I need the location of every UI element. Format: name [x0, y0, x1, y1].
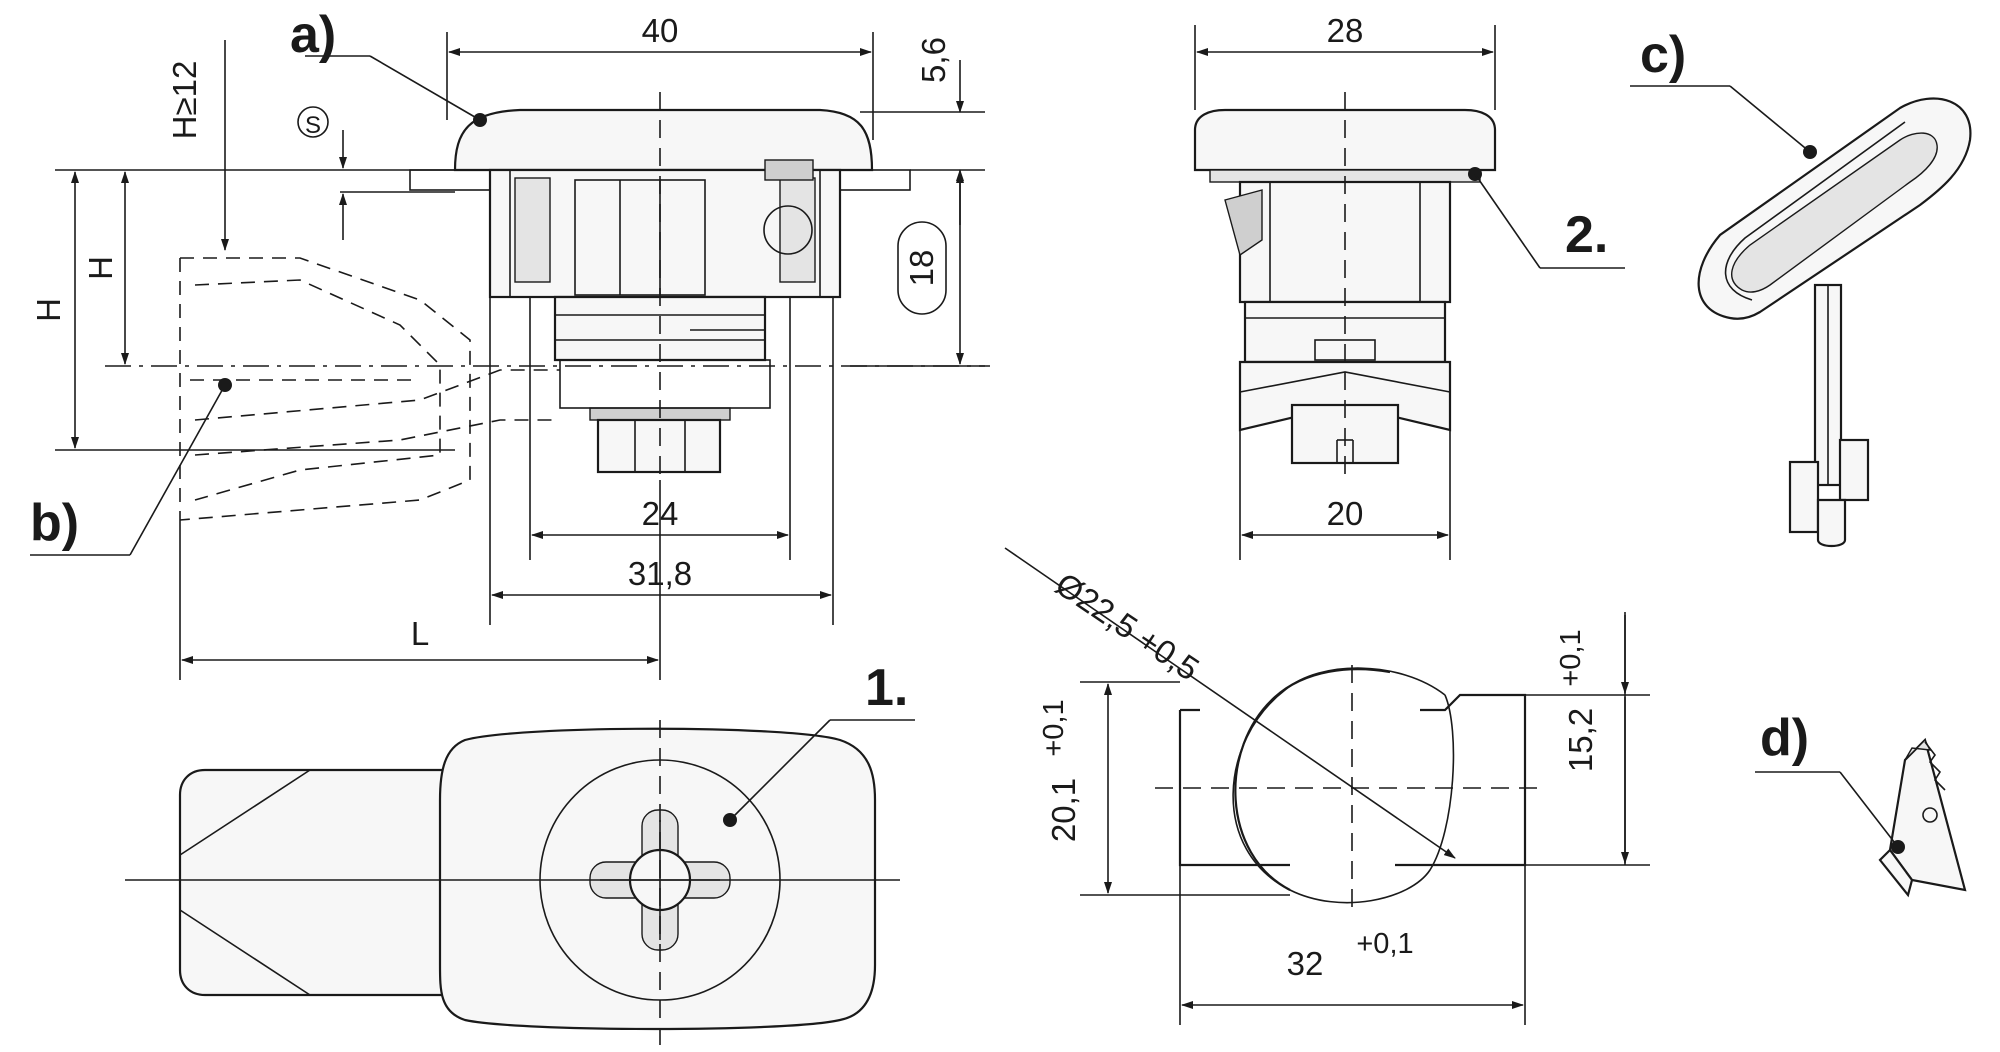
label-d: d)	[1760, 709, 1809, 767]
dim-18-frame	[897, 221, 947, 315]
dim-s: S	[305, 112, 321, 139]
dim-20: 20	[1327, 495, 1364, 532]
dim-28: 28	[1327, 12, 1364, 49]
side-view: a) b) 40 5,6 H≥12 S H H 18 24 31,8 L	[30, 6, 990, 680]
dim-24: 24	[642, 495, 679, 532]
key-part-c: c)	[1630, 26, 1972, 548]
label-c: c)	[1640, 26, 1686, 84]
clip-part-d: d)	[1755, 709, 1967, 898]
label-2: 2.	[1565, 206, 1608, 264]
dim-diameter: Ø22,5 +0,5	[1049, 565, 1206, 688]
dim-20-1-tol: +0,1	[1038, 699, 1070, 756]
dim-l: L	[411, 615, 429, 652]
top-view: 1.	[125, 659, 915, 1045]
dim-31-8: 31,8	[628, 555, 692, 592]
cam-arm	[178, 768, 452, 997]
nut	[596, 418, 722, 474]
latch-head	[453, 108, 874, 172]
dim-h-inner: H	[82, 256, 119, 280]
front-view: 28 20 2.	[1193, 12, 1625, 560]
s-symbol-circle	[297, 106, 329, 138]
label-1: 1.	[865, 659, 908, 717]
dim-32-tol: +0,1	[1356, 928, 1413, 960]
dim-15-2-tol: +0,1	[1555, 629, 1587, 686]
label-b: b)	[30, 494, 79, 552]
front-head	[1193, 108, 1497, 172]
dim-32: 32	[1287, 945, 1324, 982]
dim-5-6: 5,6	[915, 37, 952, 83]
dim-h-outer: H	[30, 298, 67, 322]
dim-20-1: 20,1	[1045, 778, 1082, 842]
dim-h-min: H≥12	[166, 61, 203, 140]
dim-40: 40	[642, 12, 679, 49]
dim-15-2: 15,2	[1562, 708, 1599, 772]
label-a: a)	[290, 6, 336, 64]
dim-18: 18	[903, 250, 940, 287]
panel-cutout: Ø22,5 +0,5 20,1 +0,1 15,2 +0,1 32 +0,1	[1004, 547, 1650, 1025]
